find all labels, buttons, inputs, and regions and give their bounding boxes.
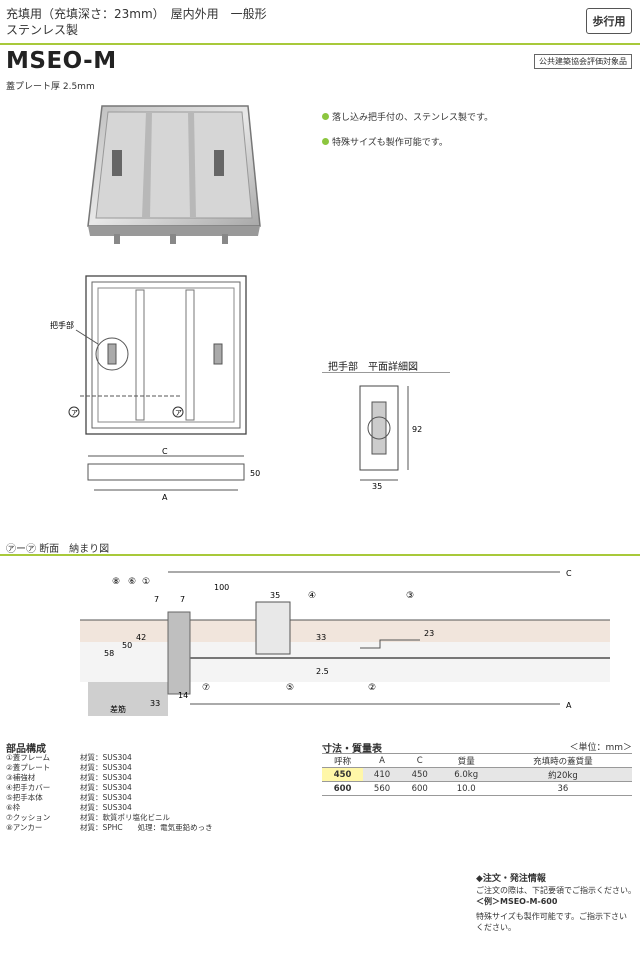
parts-item: ⑤把手本体材質：SUS304 <box>6 793 132 802</box>
header-divider <box>0 43 640 45</box>
section-dim-7a: 7 <box>154 595 159 604</box>
section-dim-c: C <box>566 569 572 578</box>
callout-5: ⑤ <box>286 683 294 693</box>
rebar-label: 差筋 <box>110 704 126 714</box>
section-dim-35: 35 <box>270 591 280 600</box>
section-mark-left: ア <box>71 409 78 417</box>
callout-6: ⑥ <box>128 577 136 587</box>
subtitle-line-2: ステンレス製 <box>6 23 79 37</box>
bullet-icon <box>322 113 329 120</box>
section-title: ㋐ー㋐ 断面 納まり図 <box>6 544 110 555</box>
section-dim-14: 14 <box>178 691 188 700</box>
plan-dim-c: C <box>162 447 168 456</box>
callout-7: ⑦ <box>202 683 210 693</box>
table-row: 600 560 600 10.0 36 <box>322 781 632 796</box>
section-dim-a: A <box>566 701 572 710</box>
section-dim-7b: 7 <box>180 595 185 604</box>
parts-item: ①蓋フレーム材質：SUS304 <box>6 753 132 762</box>
parts-item: ⑧アンカー材質：SPHC 処理：電気亜鉛めっき <box>6 823 213 832</box>
evaluation-badge: 公共建築協会評価対象品 <box>534 54 632 69</box>
parts-item: ④把手カバー材質：SUS304 <box>6 783 132 792</box>
parts-item: ⑦クッション材質：軟質ポリ塩化ビニル <box>6 813 170 822</box>
parts-list: ①蓋フレーム材質：SUS304 ②蓋プレート材質：SUS304 ③補強材材質：S… <box>6 753 213 833</box>
plan-view-drawing: 把手部 ア ア C A 50 <box>50 275 260 502</box>
table-header-row: 呼称 A C 質量 充填時の蓋質量 <box>322 753 632 768</box>
handle-dim-height: 92 <box>412 425 422 434</box>
parts-item: ⑥枠材質：SUS304 <box>6 803 132 812</box>
section-dim-33a: 33 <box>316 633 326 642</box>
handle-detail-rule <box>322 372 450 373</box>
handle-dim-width: 35 <box>372 482 382 490</box>
handle-detail-drawing: 92 35 <box>359 385 422 490</box>
callout-8: ⑧ <box>112 577 120 587</box>
feature-1: 落し込み把手付の、ステンレス製です。 <box>322 110 493 123</box>
table-row: 450 410 450 6.0kg 約20kg <box>322 767 632 782</box>
handle-detail-title: 把手部 平面詳細図 <box>328 362 418 373</box>
parts-title: 部品構成 <box>6 744 46 755</box>
order-info: ◆注文・発注情報 ご注文の際は、下記要領でご指示ください。 ＜例＞MSEO-M-… <box>476 874 636 932</box>
handle-label: 把手部 <box>50 320 74 330</box>
section-dim-2-5: 2.5 <box>316 667 329 676</box>
product-photo <box>87 105 261 244</box>
subtitle-line-1: 充填用（充填深さ：23mm） 屋内外用 一般形 <box>6 7 267 21</box>
model-name: MSEO-M <box>6 48 117 74</box>
section-dim-50: 50 <box>122 641 132 650</box>
callout-1: ① <box>142 577 150 587</box>
feature-2: 特殊サイズも製作可能です。 <box>322 135 448 148</box>
section-dim-33b: 33 <box>150 699 160 708</box>
usage-badge: 歩行用 <box>586 8 632 34</box>
product-subtitle: 充填用（充填深さ：23mm） 屋内外用 一般形 ステンレス製 <box>6 6 267 38</box>
callout-2: ② <box>368 683 376 693</box>
parts-item: ③補強材材質：SUS304 <box>6 773 132 782</box>
dimension-table-title: 寸法・質量表 <box>322 744 382 755</box>
parts-item: ②蓋プレート材質：SUS304 <box>6 763 132 772</box>
plan-dim-a: A <box>162 493 168 502</box>
section-dim-100: 100 <box>214 583 229 592</box>
plan-dim-50: 50 <box>250 469 260 478</box>
section-divider <box>0 554 640 556</box>
callout-4: ④ <box>308 591 316 601</box>
callout-3: ③ <box>406 591 414 601</box>
dimension-table: 呼称 A C 質量 充填時の蓋質量 450 410 450 6.0kg 約20k… <box>322 753 632 796</box>
section-dim-42: 42 <box>136 633 146 642</box>
section-dim-23: 23 <box>424 629 434 638</box>
section-dim-58: 58 <box>104 649 114 658</box>
section-mark-right: ア <box>175 409 182 417</box>
plate-thickness: 蓋プレート厚 2.5mm <box>6 82 95 92</box>
unit-label: ＜単位：mm＞ <box>569 743 632 753</box>
bullet-icon <box>322 138 329 145</box>
section-drawing: C 100 35 7 7 58 50 42 33 23 2.5 A 33 14 … <box>80 569 610 716</box>
order-title: ◆注文・発注情報 <box>476 874 546 884</box>
